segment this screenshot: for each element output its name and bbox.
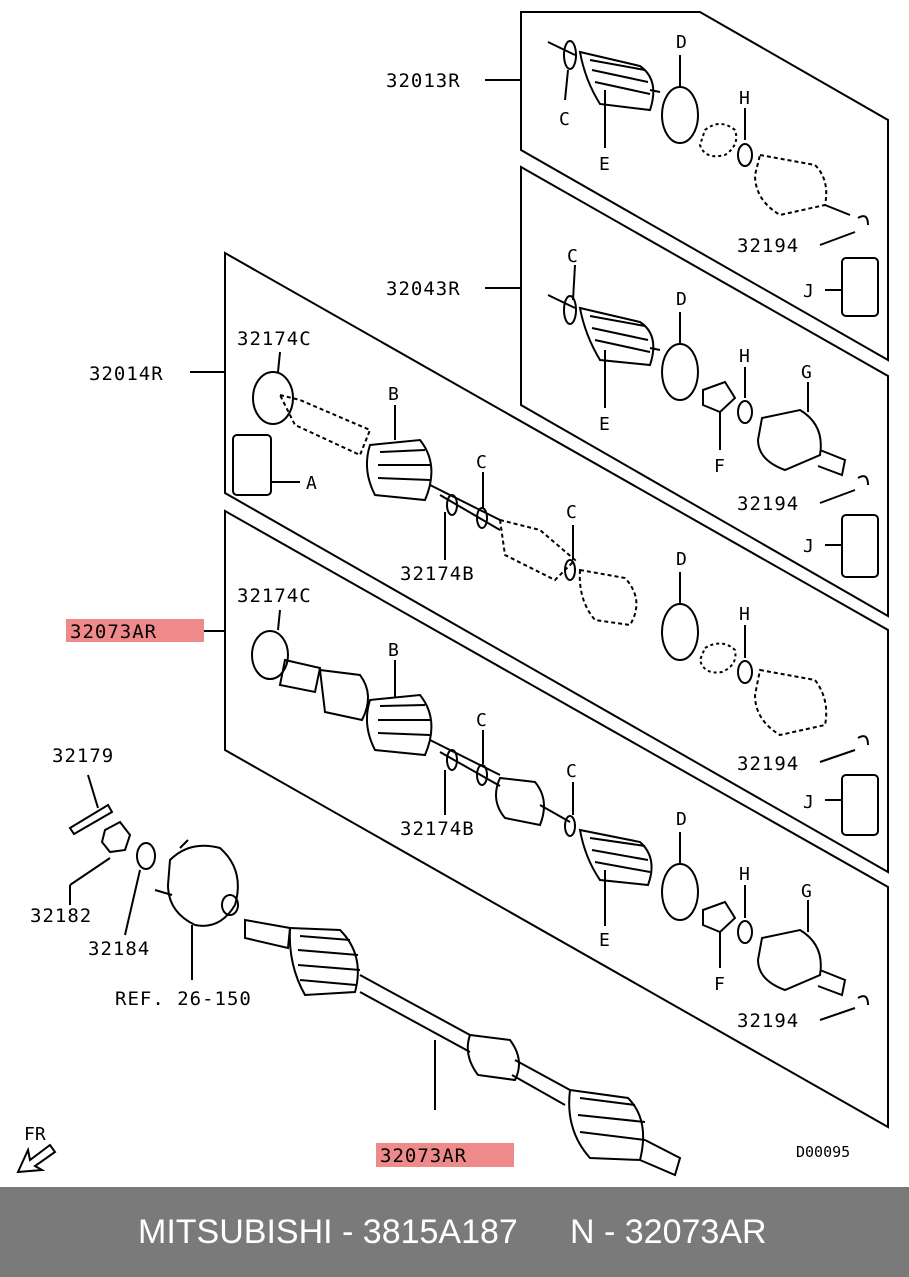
front-label: FR xyxy=(24,1124,46,1145)
part-label-32194-2: 32194 xyxy=(737,493,799,515)
letter-h: H xyxy=(739,604,750,625)
letter-h: H xyxy=(739,346,750,367)
loose-parts xyxy=(68,774,239,980)
letter-c: C xyxy=(567,246,578,267)
letter-j: J xyxy=(803,281,814,302)
part-label-32174C-1: 32174C xyxy=(237,328,312,350)
letter-c: C xyxy=(566,502,577,523)
letter-f: F xyxy=(714,974,725,995)
letter-g: G xyxy=(801,362,812,383)
letter-d: D xyxy=(676,809,687,830)
footer-brand-part: MITSUBISHI - 3815A187 xyxy=(138,1212,518,1251)
letter-c: C xyxy=(566,761,577,782)
part-label-32194-4: 32194 xyxy=(737,1010,799,1032)
letter-e: E xyxy=(599,154,610,175)
panel-3-parts xyxy=(232,351,879,763)
exploded-parts-diagram: 32013R 32043R 32014R 32073AR 32073AR 321… xyxy=(16,11,889,1177)
part-label-32182: 32182 xyxy=(30,905,92,927)
part-label-32043R: 32043R xyxy=(386,278,461,300)
letter-d: D xyxy=(676,549,687,570)
letter-f: F xyxy=(714,456,725,477)
letter-e: E xyxy=(599,930,610,951)
letter-c: C xyxy=(559,109,570,130)
part-label-32174B-1: 32174B xyxy=(400,563,475,585)
part-label-32073AR-top: 32073AR xyxy=(70,621,157,643)
letter-a: A xyxy=(306,473,317,494)
part-label-32194-3: 32194 xyxy=(737,753,799,775)
diagram-code: D00095 xyxy=(796,1143,850,1161)
letter-h: H xyxy=(739,864,750,885)
panel-32043R xyxy=(520,165,889,618)
panel-1-parts xyxy=(547,40,869,246)
highlight-32073AR-top xyxy=(66,619,204,642)
letter-b: B xyxy=(388,640,399,661)
footer-banner: MITSUBISHI - 3815A187 N - 32073AR xyxy=(0,1187,909,1277)
part-label-32174C-2: 32174C xyxy=(237,585,312,607)
panel-32073AR xyxy=(224,509,889,1129)
front-direction-arrow-icon xyxy=(16,1143,57,1174)
letter-d: D xyxy=(676,289,687,310)
panel-32013R xyxy=(520,11,889,362)
letter-d: D xyxy=(676,32,687,53)
complete-drive-shaft xyxy=(244,918,682,1177)
panel-32014R xyxy=(224,251,889,874)
letter-g: G xyxy=(801,881,812,902)
letter-e: E xyxy=(599,414,610,435)
letter-c: C xyxy=(476,452,487,473)
letter-j: J xyxy=(803,536,814,557)
part-label-32184: 32184 xyxy=(88,938,150,960)
panel-2-parts xyxy=(547,257,879,504)
part-label-32073AR-bottom: 32073AR xyxy=(380,1145,467,1167)
part-label-32179: 32179 xyxy=(52,745,114,767)
part-label-32194-1: 32194 xyxy=(737,235,799,257)
reference-label: REF. 26-150 xyxy=(115,988,252,1010)
highlight-32073AR-bottom xyxy=(376,1143,514,1167)
part-label-32174B-2: 32174B xyxy=(400,818,475,840)
panel-4-parts xyxy=(251,609,879,1021)
letter-h: H xyxy=(739,88,750,109)
part-label-32013R: 32013R xyxy=(386,70,461,92)
letter-b: B xyxy=(388,384,399,405)
letter-j: J xyxy=(803,792,814,813)
footer-oem-number: N - 32073AR xyxy=(570,1212,767,1251)
part-label-32014R: 32014R xyxy=(89,363,164,385)
letter-c: C xyxy=(476,710,487,731)
